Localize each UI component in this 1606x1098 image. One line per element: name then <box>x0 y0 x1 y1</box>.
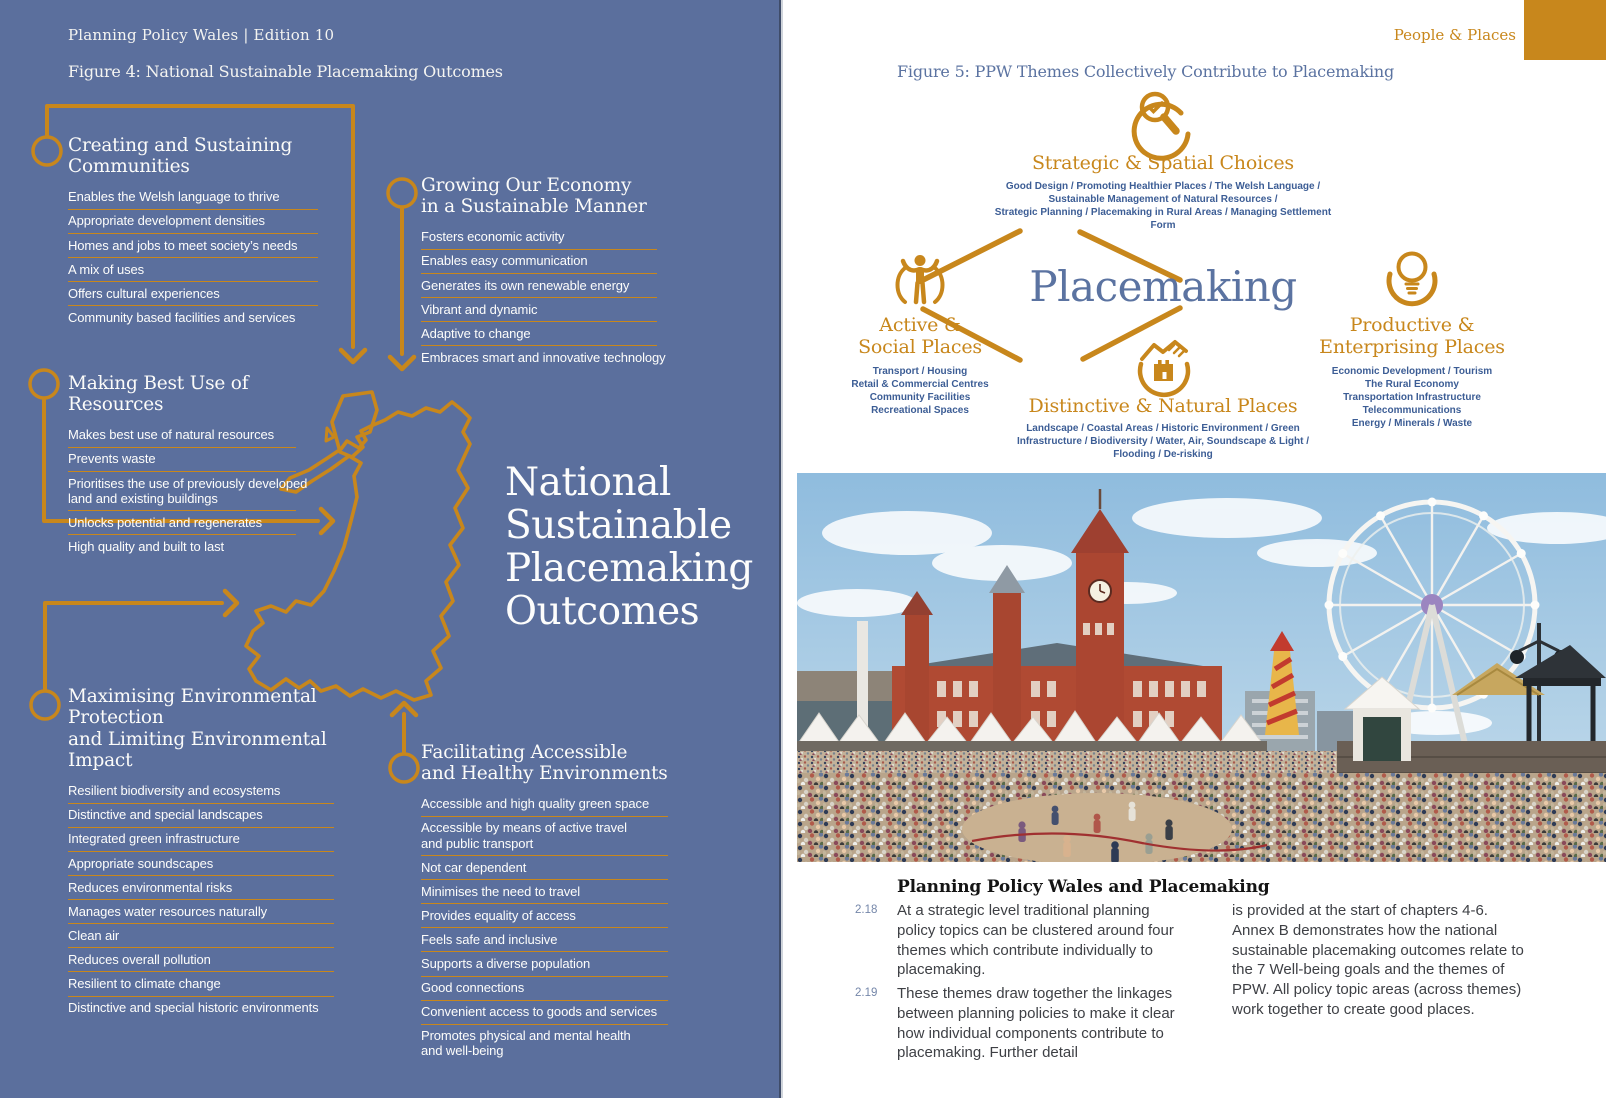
placemaking-label: Placemaking <box>1029 262 1297 311</box>
magnifier-check-icon <box>1131 91 1191 161</box>
list-item: Unlocks potential and regenerates <box>68 511 296 536</box>
theme-name: Strategic & Spatial Choices <box>1031 152 1294 174</box>
figure4-title: Figure 4: National Sustainable Placemaki… <box>68 62 503 81</box>
list-item: Enables the Welsh language to thrive <box>68 186 318 210</box>
list-item: Vibrant and dynamic <box>421 298 657 323</box>
list-item: Appropriate development densities <box>68 210 318 235</box>
theme-topics: Good Design / Promoting Healthier Places… <box>994 181 1332 232</box>
list-item: Manages water resources naturally <box>68 900 334 925</box>
list-item: Embraces smart and innovative technology <box>421 349 666 365</box>
helter-skelter <box>1265 631 1299 735</box>
thatch-parasol <box>1452 663 1545 696</box>
paragraph-2-18: At a strategic level traditional plannin… <box>897 902 1174 979</box>
theme-strategic-spatial: Strategic & Spatial Choices Good Design … <box>983 152 1343 232</box>
list-item: Feels safe and inclusive <box>421 928 668 953</box>
paragraph-number: 2.18 <box>855 904 878 916</box>
cardiff-bay-photo <box>797 473 1606 862</box>
figure5-title: Figure 5: PPW Themes Collectively Contri… <box>897 62 1395 81</box>
list-item: Resilient biodiversity and ecosystems <box>68 780 334 804</box>
list-item: Community based facilities and services <box>68 309 296 325</box>
theme-name: Active &Social Places <box>858 314 982 359</box>
list-item: Generates its own renewable energy <box>421 274 657 299</box>
page-gutter <box>779 0 785 1098</box>
list-item: Homes and jobs to meet society’s needs <box>68 234 318 259</box>
node-circle-4 <box>29 689 61 721</box>
paragraph-continuation: is provided at the start of chapters 4-6… <box>1232 902 1524 1018</box>
gazebo <box>1515 645 1606 741</box>
wales-map-outline <box>244 390 472 702</box>
list-item: Convenient access to goods and services <box>421 1001 668 1025</box>
node-circle-1 <box>31 135 63 167</box>
list-item: Promotes physical and mental health and … <box>421 1028 631 1059</box>
stage-tent <box>1343 676 1421 761</box>
marquee-tents <box>797 710 1266 748</box>
list-item: Enables easy communication <box>421 250 657 275</box>
node-circle-2 <box>386 177 418 209</box>
section-title: Making Best Use of Resources <box>68 373 249 416</box>
house-castle-icon <box>1137 340 1191 398</box>
paragraph-number: 2.19 <box>855 987 878 999</box>
list-item: Clean air <box>68 924 334 949</box>
node-circle-5 <box>388 752 420 784</box>
theme-name: Distinctive & Natural Places <box>1028 395 1298 417</box>
theme-name: Productive &Enterprising Places <box>1319 314 1505 359</box>
lightbulb-icon <box>1386 251 1438 307</box>
node-circle-3 <box>28 368 60 400</box>
list-item: Provides equality of access <box>421 904 668 929</box>
list-item: Prioritises the use of previously develo… <box>68 472 307 512</box>
list-item: Accessible and high quality green space <box>421 793 668 817</box>
rope-barrier <box>971 832 1268 852</box>
list-item: Not car dependent <box>421 856 668 881</box>
list-item: Reduces environmental risks <box>68 876 334 901</box>
list-item: Appropriate soundscapes <box>68 852 334 877</box>
page-left-figure4: Planning Policy Wales | Edition 10 Figur… <box>0 0 779 1098</box>
list-item: Distinctive and special historic environ… <box>68 1000 319 1016</box>
list-item: High quality and built to last <box>68 538 224 554</box>
theme-distinctive-natural: Distinctive & Natural Places Landscape /… <box>983 395 1343 461</box>
list-item: Offers cultural experiences <box>68 282 318 307</box>
plaza-figures <box>1018 801 1173 862</box>
figure4-connectors-and-wales-map <box>28 104 472 784</box>
list-item: Makes best use of natural resources <box>68 424 296 448</box>
theme-productive-enterprising: Productive &Enterprising Places Economic… <box>1287 314 1537 430</box>
chapter-corner-marker <box>1524 0 1606 60</box>
list-item: Minimises the need to travel <box>421 880 668 905</box>
article-heading: Planning Policy Wales and Placemaking <box>897 877 1270 897</box>
section-making-best-use-of-resources: Making Best Use of Resources Makes best … <box>68 373 307 558</box>
list-item: Good connections <box>421 977 668 1001</box>
list-item: Adaptive to change <box>421 322 657 347</box>
list-item: Distinctive and special landscapes <box>68 804 334 828</box>
list-item: Fosters economic activity <box>421 226 657 250</box>
ferris-wheel <box>1324 497 1540 766</box>
list-item: Supports a diverse population <box>421 952 668 977</box>
list-item: A mix of uses <box>68 258 318 283</box>
list-item: Prevents waste <box>68 448 296 473</box>
list-item: Resilient to climate change <box>68 972 334 997</box>
theme-active-social: Active &Social Places Transport / Housin… <box>795 314 1045 417</box>
theme-topics: Landscape / Coastal Areas / Historic Env… <box>1016 423 1310 461</box>
document-header: Planning Policy Wales | Edition 10 <box>68 26 335 44</box>
paragraph-2-19: These themes draw together the linkages … <box>897 985 1175 1062</box>
person-icon <box>895 255 945 305</box>
chapter-tab-label: People & Places <box>1393 26 1516 44</box>
list-item: Integrated green infrastructure <box>68 828 334 853</box>
list-item: Accessible by means of active travel and… <box>421 817 668 857</box>
list-item: Reduces overall pollution <box>68 948 334 973</box>
